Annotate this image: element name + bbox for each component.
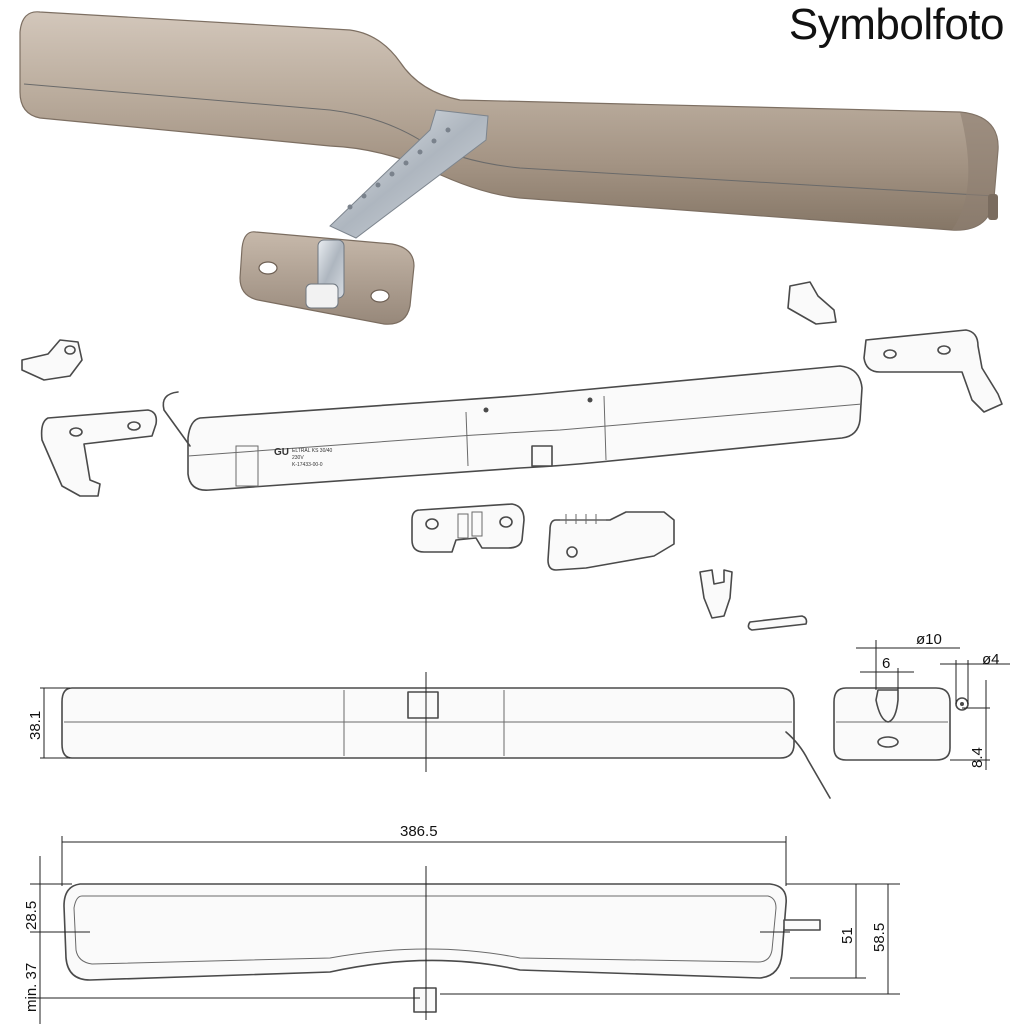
dim-offset-height: 8.4 [969, 747, 986, 768]
dim-depth-outer: 58.5 [871, 923, 888, 952]
dim-height-side: 38.1 [27, 711, 44, 740]
dim-bracket-depth: 28.5 [23, 901, 40, 930]
chain-icon [329, 109, 489, 239]
dim-diameter-small: ø4 [982, 651, 1000, 668]
screw-hole-icon [370, 289, 390, 303]
dim-length: 386.5 [400, 823, 438, 840]
locking-pin [747, 615, 808, 631]
end-view: ø10 6 ø4 8.4 [833, 631, 1010, 770]
dim-depth-inner: 51 [839, 927, 856, 944]
window-bracket-right [863, 329, 1003, 413]
cable-port [988, 194, 998, 220]
device-code-label: K-17433-00-0 [292, 462, 323, 468]
exploded-view: GU ELTRAL KS 30/40 230V K-17433-00-0 [21, 281, 1003, 631]
small-bracket-right [787, 281, 837, 325]
top-view: 386.5 28.5 min. 37 51 58.5 [23, 823, 900, 1024]
dim-diameter-large: ø10 [916, 631, 942, 648]
actuator-photo [19, 11, 999, 325]
small-bracket-left [21, 339, 83, 381]
page-title: Symbolfoto [788, 0, 1005, 49]
actuator-drawing: GU ELTRAL KS 30/40 230V K-17433-00-0 [162, 365, 863, 491]
chain-bracket [547, 511, 675, 571]
device-logo: GU [274, 447, 289, 458]
device-product-label: ELTRAL KS 30/40 [292, 448, 333, 454]
device-voltage-label: 230V [292, 455, 304, 461]
sash-bracket [239, 231, 415, 325]
dim-slot-width: 6 [882, 655, 890, 672]
fork-connector [699, 569, 733, 619]
dim-min-clearance: min. 37 [23, 963, 40, 1012]
screw-hole-icon [258, 261, 278, 275]
actuator-housing [19, 11, 999, 231]
side-view: 38.1 [27, 672, 831, 799]
